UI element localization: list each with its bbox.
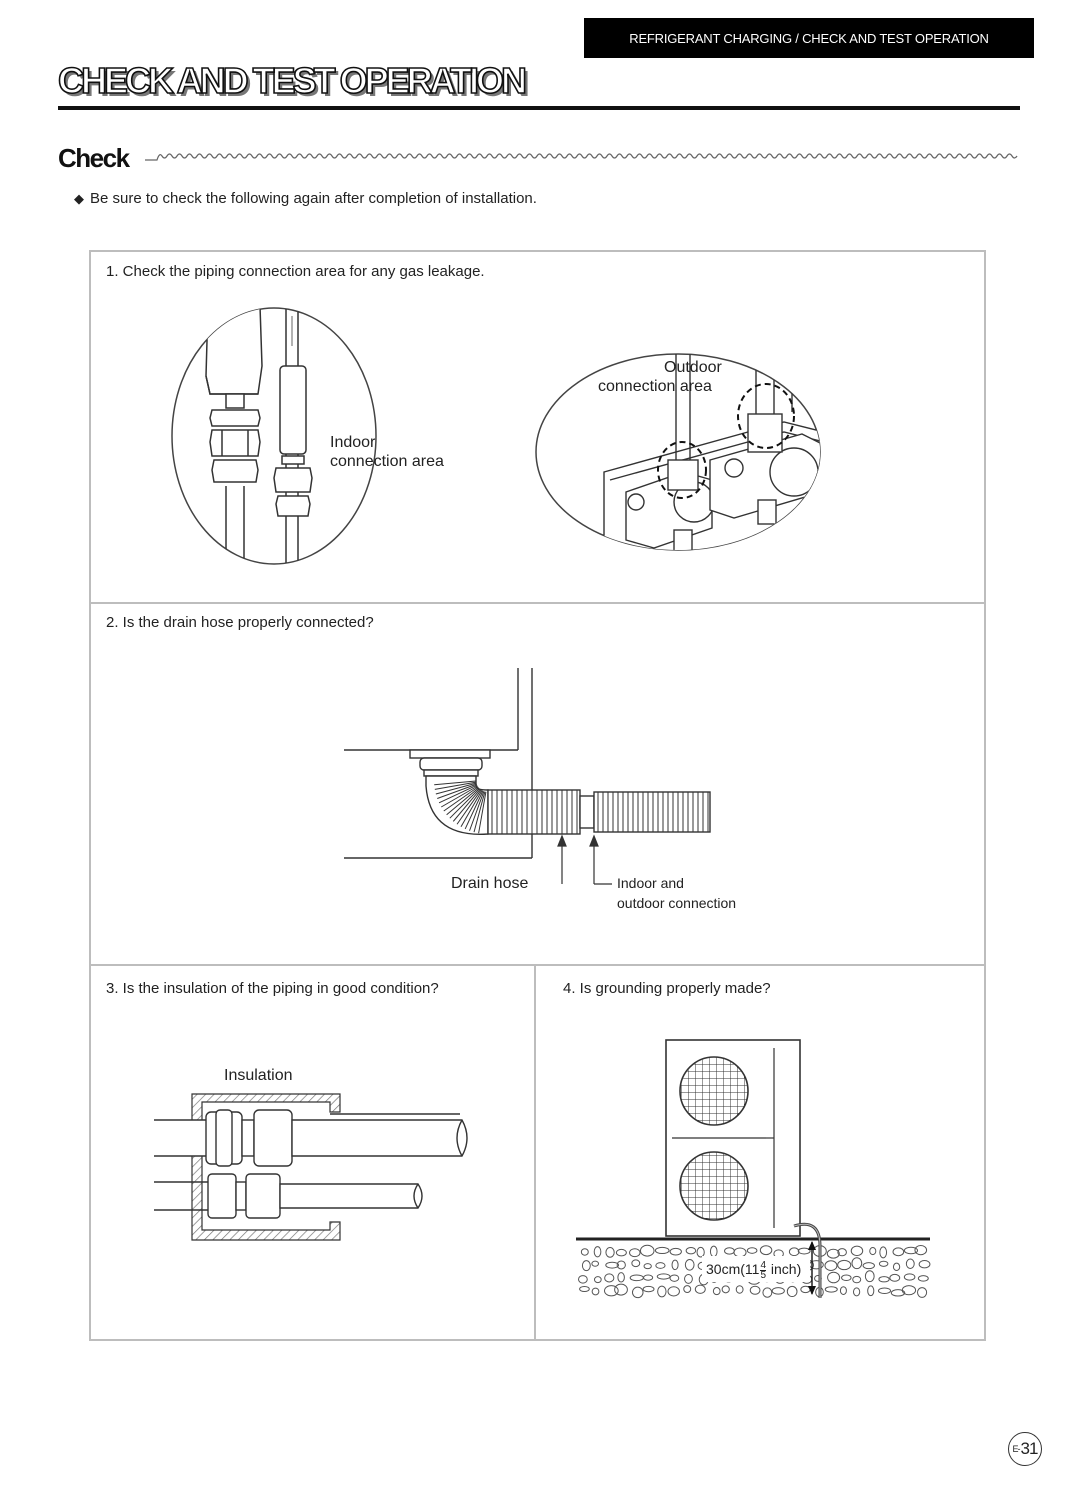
depth-fraction-denominator: 5 (760, 1269, 766, 1281)
intro-text: Be sure to check the following again aft… (90, 190, 537, 207)
depth-value: 30cm(11 (706, 1261, 760, 1277)
page-title: CHECK AND TEST OPERATION (57, 59, 528, 102)
outdoor-connection-illustration (535, 353, 821, 551)
depth-fraction-numerator: 4 (760, 1259, 766, 1271)
title-divider (58, 106, 1020, 110)
header-section-label: REFRIGERANT CHARGING / CHECK AND TEST OP… (584, 18, 1034, 58)
item-2-text: 2. Is the drain hose properly connected? (106, 614, 374, 631)
insulation-illustration (154, 1093, 468, 1241)
intro-line: ◆ Be sure to check the following again a… (74, 190, 537, 207)
page-number-prefix: E- (1012, 1444, 1021, 1454)
item-3-text: 3. Is the insulation of the piping in go… (106, 980, 439, 997)
indoor-outdoor-connection-label-line2: outdoor connection (617, 895, 737, 911)
indoor-connection-illustration (171, 307, 377, 565)
heading-wave-divider (145, 153, 1018, 161)
check-item-drain-hose (89, 602, 986, 966)
drain-hose-label: Drain hose (451, 875, 529, 892)
outdoor-connection-label-line2: connection area (598, 378, 712, 395)
grounding-illustration (576, 1039, 931, 1299)
page-number-badge: E- 31 (1008, 1432, 1042, 1466)
drain-hose-illustration (344, 668, 711, 885)
insulation-label: Insulation (224, 1067, 293, 1084)
indoor-outdoor-connection-label-line1: Indoor and (617, 875, 684, 891)
item-4-text: 4. Is grounding properly made? (563, 980, 771, 997)
item-1-text: 1. Check the piping connection area for … (106, 263, 485, 280)
outdoor-connection-label-line1: Outdoor (664, 359, 722, 376)
page-number: 31 (1020, 1439, 1039, 1458)
indoor-connection-label-line1: Indoor (330, 434, 376, 451)
diamond-bullet-icon: ◆ (74, 190, 84, 206)
indoor-connection-label-line2: connection area (330, 453, 444, 470)
section-heading: Check (58, 143, 130, 173)
depth-unit: inch) (767, 1261, 802, 1277)
